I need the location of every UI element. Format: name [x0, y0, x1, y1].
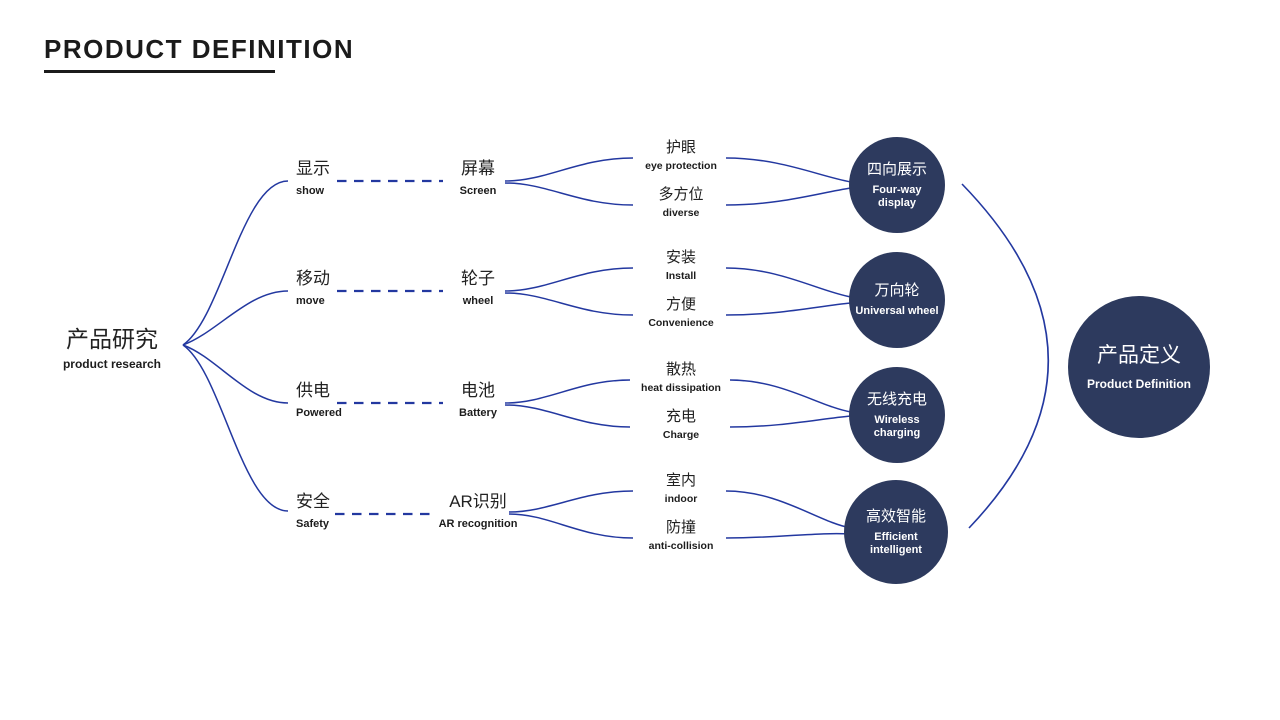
split-curve [504, 267, 634, 292]
leaf-label-zh: 安装 [665, 249, 696, 266]
result-node-universal-wheel: 万向轮 Universal wheel [849, 252, 945, 348]
converge-curve [725, 532, 852, 539]
node-label-zh: 万向轮 [874, 282, 920, 299]
split-curve [504, 404, 631, 428]
level1-node-show: 显示 show [296, 159, 416, 197]
node-label-en: Four-way display [872, 183, 922, 209]
root-node: 产品研究 product research [36, 326, 188, 371]
fan-curve-3 [182, 344, 289, 404]
converge-curve [725, 490, 852, 529]
fan-curve-2 [182, 290, 289, 346]
level2-node-screen: 屏幕 Screen [408, 159, 548, 197]
converge-curve [725, 302, 852, 316]
split-curve [504, 157, 634, 182]
level2-label-en: wheel [462, 295, 494, 307]
leaf-label-en: Charge [662, 429, 700, 441]
root-label-en: product research [62, 357, 162, 371]
converge-curve [725, 187, 852, 206]
leaf-label-zh: 护眼 [665, 139, 696, 156]
level1-node-move: 移动 move [296, 269, 416, 307]
node-label-en: Universal wheel [855, 305, 939, 317]
level1-label-en: move [296, 295, 325, 307]
level2-node-battery: 电池 Battery [408, 381, 548, 419]
leaf-label-en: Install [665, 270, 697, 282]
converge-curve [729, 379, 852, 413]
split-curve [504, 182, 634, 206]
root-label-zh: 产品研究 [66, 326, 158, 352]
fan-curve-4 [182, 344, 289, 512]
level2-label-en: AR recognition [438, 518, 518, 530]
converge-curve [725, 267, 852, 298]
level2-label-zh: 屏幕 [461, 159, 495, 178]
split-curve [504, 292, 634, 316]
leaf-label-zh: 方便 [665, 296, 696, 313]
split-curve [508, 513, 634, 539]
final-node-product-definition: 产品定义 Product Definition [1068, 296, 1210, 438]
level2-label-zh: 电池 [461, 381, 495, 400]
level2-label-zh: AR识别 [449, 492, 507, 511]
converge-curve [729, 415, 852, 428]
final-label-en: Product Definition [1087, 376, 1191, 391]
result-node-wireless-charging: 无线充电 Wireless charging [849, 367, 945, 463]
leaf-label-en: Convenience [648, 317, 714, 329]
level2-label-en: Screen [459, 185, 497, 197]
fan-curve-1 [182, 180, 289, 346]
bracket-arc [961, 183, 1050, 529]
result-node-efficient-intelligent: 高效智能 Efficient intelligent [844, 480, 948, 584]
level1-label-zh: 移动 [296, 269, 330, 288]
level1-label-zh: 显示 [296, 159, 330, 178]
level2-label-en: Battery [459, 407, 497, 419]
level1-label-en: show [296, 185, 325, 197]
level1-label-zh: 安全 [296, 492, 330, 511]
title-underline [44, 70, 275, 73]
leaf-label-en: heat dissipation [641, 382, 721, 394]
level2-label-zh: 轮子 [461, 269, 495, 288]
leaf-label-en: indoor [664, 493, 698, 505]
result-node-four-way-display: 四向展示 Four-way display [849, 137, 945, 233]
level1-node-powered: 供电 Powered [296, 381, 416, 419]
final-label-zh: 产品定义 [1097, 343, 1181, 367]
leaf-label-en: diverse [662, 207, 700, 219]
level1-label-zh: 供电 [296, 381, 330, 400]
node-label-zh: 高效智能 [865, 507, 926, 525]
leaf-label-en: anti-collision [648, 540, 714, 552]
node-label-en: Wireless charging [873, 413, 921, 439]
level1-label-en: Powered [296, 407, 342, 419]
leaf-label-zh: 防撞 [665, 519, 696, 536]
leaf-label-zh: 充电 [665, 408, 696, 425]
split-curve [504, 379, 631, 404]
converge-curve [725, 157, 852, 183]
node-label-zh: 四向展示 [866, 160, 927, 178]
level1-node-safety: 安全 Safety [296, 492, 416, 530]
leaf-label-en: eye protection [645, 160, 717, 172]
node-label-zh: 无线充电 [866, 390, 927, 408]
split-curve [508, 490, 634, 513]
level2-node-wheel: 轮子 wheel [408, 269, 548, 307]
leaf-label-zh: 室内 [665, 472, 696, 489]
node-label-en: Efficient intelligent [870, 530, 922, 556]
level2-node-ar-recognition: AR识别 AR recognition [408, 492, 548, 530]
leaf-label-zh: 多方位 [658, 186, 704, 203]
leaf-label-zh: 散热 [665, 361, 696, 378]
page-title: PRODUCT DEFINITION [44, 34, 355, 64]
level1-label-en: Safety [296, 518, 330, 530]
